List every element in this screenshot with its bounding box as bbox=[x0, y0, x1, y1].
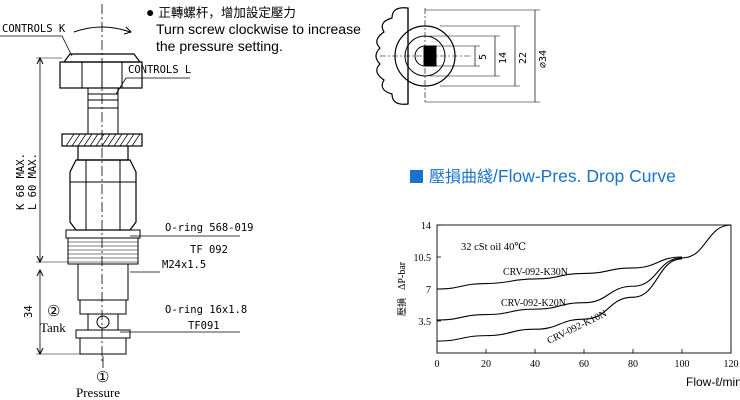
y-tick-label: 10.5 bbox=[414, 253, 432, 264]
section-title: 壓損曲綫/Flow-Pres. Drop Curve bbox=[410, 163, 676, 187]
section-title-cn: 壓損曲綫 bbox=[429, 167, 494, 186]
series-layer bbox=[436, 224, 732, 342]
x-tick-label: 20 bbox=[481, 359, 491, 370]
note-line-1: Turn screw clockwise to increase bbox=[156, 21, 361, 37]
x-tick-label: 100 bbox=[675, 359, 690, 370]
x-axis-label: Flow-ℓ/min bbox=[686, 375, 740, 389]
valve-drawing bbox=[0, 4, 240, 368]
series-line-crv-092-k10n bbox=[436, 258, 683, 342]
square-icon bbox=[410, 170, 423, 183]
y-axis-label-cn: 壓損 bbox=[396, 298, 407, 316]
y-tick-label: 3.5 bbox=[419, 317, 432, 328]
y-tick-label: 14 bbox=[421, 221, 431, 232]
x-tick-label: 80 bbox=[628, 359, 638, 370]
y-tick-label: 7 bbox=[426, 285, 431, 296]
controls-k-label: CONTROLS K bbox=[2, 23, 66, 35]
oring-1-label: O-ring 568-019 bbox=[165, 222, 254, 234]
y-axis-label-group: 壓損 ΔP-bar bbox=[396, 261, 408, 316]
x-tick-label: 0 bbox=[435, 359, 440, 370]
x-ticks: 0 20 40 60 80 100 120 bbox=[435, 349, 739, 370]
bullet-icon: ● bbox=[146, 4, 155, 20]
dim-22: 22 bbox=[518, 52, 529, 64]
adjustment-note: ● 正轉螺杆，增加設定壓力 Turn screw clockwise to in… bbox=[146, 4, 361, 55]
note-chinese: 正轉螺杆，增加設定壓力 bbox=[158, 5, 296, 20]
port-labels: ② Tank ① Pressure bbox=[40, 304, 120, 400]
y-axis-label: ΔP-bar bbox=[397, 261, 408, 290]
series-label-k10n: CRV-092-K10N bbox=[545, 308, 608, 346]
port-2-name: Tank bbox=[40, 320, 66, 335]
y-ticks: 3.5 7 10.5 14 bbox=[414, 221, 441, 328]
x-tick-label: 40 bbox=[530, 359, 540, 370]
dim-34: 34 bbox=[23, 305, 35, 318]
x-tick-label: 120 bbox=[724, 359, 739, 370]
dim-14: 14 bbox=[498, 52, 509, 64]
section-title-en: /Flow-Pres. Drop Curve bbox=[493, 166, 676, 186]
oring-2-label: O-ring 16x1.8 bbox=[165, 304, 247, 316]
k-max-dim: K 68 MAX. bbox=[15, 153, 27, 210]
l-max-dim: L 60 MAX. bbox=[27, 153, 39, 210]
valve-labels: CONTROLS K CONTROLS L O-ring 568-019 TF … bbox=[2, 23, 254, 332]
controls-l-label: CONTROLS L bbox=[128, 64, 191, 76]
port-1-name: Pressure bbox=[76, 385, 120, 400]
dim-34-diameter: ⌀34 bbox=[538, 50, 549, 68]
series-label-k30n: CRV-092-K30N bbox=[503, 267, 568, 278]
series-label-k20n: CRV-092-K20N bbox=[501, 298, 566, 309]
flow-pressure-chart: 0 20 40 60 80 100 120 3.5 7 10.5 14 32 cSt oil 40… bbox=[396, 221, 740, 389]
port-1-number: ① bbox=[96, 370, 109, 386]
port-2-number: ② bbox=[47, 304, 60, 320]
note-line-2: the pressure setting. bbox=[156, 38, 283, 54]
oring-2-code: TF091 bbox=[188, 320, 220, 332]
dim-5: 5 bbox=[478, 54, 489, 60]
series-line-crv-092-k30n bbox=[436, 256, 683, 290]
x-tick-label: 60 bbox=[579, 359, 589, 370]
chart-annotation: 32 cSt oil 40℃ bbox=[461, 242, 526, 253]
end-view-dims: 5 14 22 ⌀34 bbox=[478, 50, 549, 68]
end-view-drawing bbox=[375, 7, 540, 105]
oring-1-code: TF 092 bbox=[190, 244, 228, 256]
series-line-crv-092-k20n bbox=[436, 224, 732, 321]
thread-label: M24x1.5 bbox=[162, 259, 206, 271]
